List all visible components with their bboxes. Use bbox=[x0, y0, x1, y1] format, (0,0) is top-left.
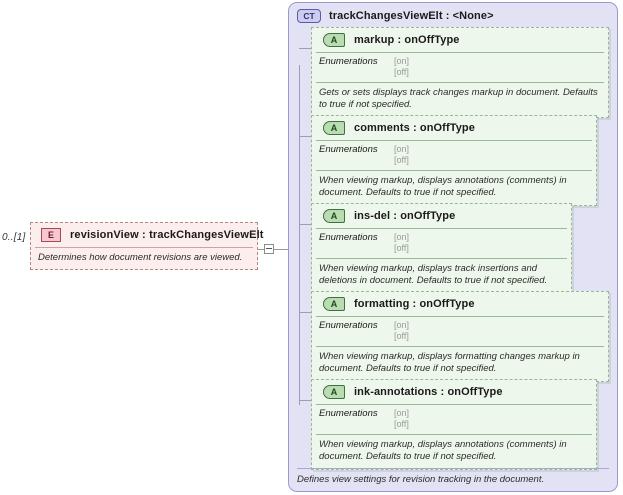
attribute-title: formatting : onOffType bbox=[354, 298, 475, 310]
attribute-description: When viewing markup, displays annotation… bbox=[319, 438, 567, 462]
enumerations-label: Enumerations bbox=[319, 56, 378, 67]
connector-line-segment bbox=[258, 249, 264, 250]
attribute-badge-icon: A bbox=[323, 33, 345, 47]
enumerations-label: Enumerations bbox=[319, 144, 378, 155]
connector-line-to-container bbox=[274, 249, 288, 250]
attribute-box-formatting[interactable]: A formatting : onOffType Enumerations [o… bbox=[311, 291, 609, 383]
enumerations-label: Enumerations bbox=[319, 320, 378, 331]
tree-branch-line bbox=[299, 224, 311, 225]
tree-branch-line bbox=[299, 136, 311, 137]
attribute-header: A markup : onOffType bbox=[316, 28, 604, 53]
attribute-box-comments[interactable]: A comments : onOffType Enumerations [on]… bbox=[311, 115, 597, 207]
enumerations-values: [on] [off] bbox=[394, 56, 410, 78]
attribute-description: Gets or sets displays track changes mark… bbox=[319, 86, 598, 110]
tree-branch-line bbox=[299, 312, 311, 313]
element-box-revision-view[interactable]: E revisionView : trackChangesViewElt Det… bbox=[30, 222, 263, 270]
attribute-badge-icon: A bbox=[323, 385, 345, 399]
element-header: E revisionView : trackChangesViewElt bbox=[35, 223, 263, 248]
element-badge-icon: E bbox=[41, 228, 61, 242]
attribute-enumerations: Enumerations [on] [off] bbox=[316, 53, 604, 83]
attribute-box-ink-annotations[interactable]: A ink-annotations : onOffType Enumeratio… bbox=[311, 379, 597, 471]
attribute-badge-icon: A bbox=[323, 121, 345, 135]
attribute-box-markup[interactable]: A markup : onOffType Enumerations [on] [… bbox=[311, 27, 609, 119]
element-description: Determines how document revisions are vi… bbox=[38, 252, 243, 263]
attribute-header: A ink-annotations : onOffType bbox=[316, 380, 592, 405]
attribute-badge-icon: A bbox=[323, 209, 345, 223]
enumerations-values: [on] [off] bbox=[394, 408, 410, 430]
tree-branch-line bbox=[299, 48, 311, 49]
complextype-container: CT trackChangesViewElt : <None> A markup… bbox=[288, 2, 618, 492]
attribute-header: A comments : onOffType bbox=[316, 116, 592, 141]
attribute-title: ink-annotations : onOffType bbox=[354, 386, 503, 398]
attribute-box-ins-del[interactable]: A ins-del : onOffType Enumerations [on] … bbox=[311, 203, 572, 295]
attribute-badge-icon: A bbox=[323, 297, 345, 311]
attribute-title: comments : onOffType bbox=[354, 122, 475, 134]
enumerations-values: [on] [off] bbox=[394, 232, 410, 254]
attribute-header: A formatting : onOffType bbox=[316, 292, 604, 317]
attribute-description: When viewing markup, displays track inse… bbox=[319, 262, 548, 286]
attribute-enumerations: Enumerations [on] [off] bbox=[316, 141, 592, 171]
attribute-enumerations: Enumerations [on] [off] bbox=[316, 317, 604, 347]
attribute-title: ins-del : onOffType bbox=[354, 210, 456, 222]
attribute-enumerations: Enumerations [on] [off] bbox=[316, 405, 592, 435]
attribute-enumerations: Enumerations [on] [off] bbox=[316, 229, 567, 259]
complextype-footer-description: Defines view settings for revision track… bbox=[297, 468, 609, 485]
collapse-expander-icon[interactable] bbox=[264, 244, 274, 254]
complextype-badge-icon: CT bbox=[297, 9, 321, 23]
tree-branch-line bbox=[299, 400, 311, 401]
attribute-description: When viewing markup, displays annotation… bbox=[319, 174, 567, 198]
enumerations-label: Enumerations bbox=[319, 232, 378, 243]
enumerations-values: [on] [off] bbox=[394, 320, 410, 342]
attribute-header: A ins-del : onOffType bbox=[316, 204, 567, 229]
attribute-title: markup : onOffType bbox=[354, 34, 460, 46]
complextype-title: trackChangesViewElt : <None> bbox=[329, 10, 494, 22]
element-cardinality: 0..[1] bbox=[2, 232, 26, 243]
attribute-description: When viewing markup, displays formatting… bbox=[319, 350, 580, 374]
complextype-header: CT trackChangesViewElt : <None> bbox=[289, 3, 617, 29]
tree-vertical-line bbox=[299, 65, 300, 405]
element-title: revisionView : trackChangesViewElt bbox=[70, 229, 264, 241]
enumerations-values: [on] [off] bbox=[394, 144, 410, 166]
enumerations-label: Enumerations bbox=[319, 408, 378, 419]
